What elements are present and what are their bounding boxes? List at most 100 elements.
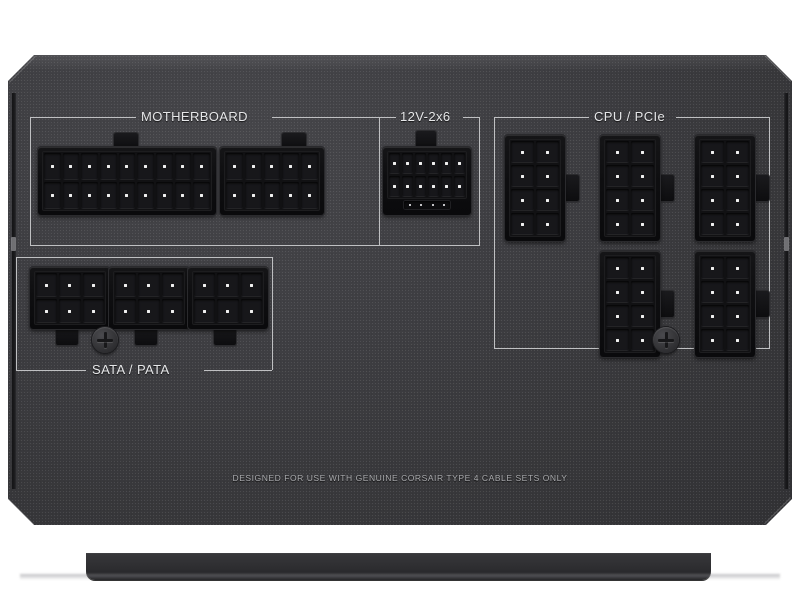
psu-drop-shadow [20, 574, 780, 580]
pin [62, 153, 80, 180]
pin [701, 141, 724, 163]
pin [62, 182, 80, 209]
pin [118, 153, 136, 180]
pin [402, 176, 413, 197]
latch-tab-cpu-pcie-1 [561, 175, 579, 201]
pin [631, 305, 654, 327]
connector-atx-24pin-a[interactable] [38, 147, 216, 215]
pin [701, 165, 724, 187]
pin [82, 273, 104, 297]
latch-tab-atx-a [114, 133, 138, 149]
pin [428, 176, 439, 197]
pin [193, 153, 210, 180]
seam-clip-left [11, 237, 16, 251]
screw-sata [92, 327, 118, 353]
latch-tab-sata-2 [135, 325, 157, 345]
latch-tab-sata-1 [56, 325, 78, 345]
pin [138, 273, 160, 297]
pin [36, 299, 58, 323]
connector-cpu-pcie-2[interactable] [600, 135, 660, 241]
connector-cpu-pcie-3[interactable] [695, 135, 755, 241]
pin [726, 165, 749, 187]
pin-grid-sata-3 [192, 271, 264, 325]
connector-sata-2[interactable] [109, 267, 189, 329]
pin [631, 165, 654, 187]
pin [701, 305, 724, 327]
pin [726, 281, 749, 303]
pin [115, 273, 137, 297]
pin [240, 273, 262, 297]
pin [701, 213, 724, 235]
pin [726, 257, 749, 279]
pin-grid-cpu-pcie-1 [509, 139, 561, 237]
pin [726, 329, 749, 351]
pin [217, 273, 239, 297]
pin [240, 299, 262, 323]
pin-grid-sata-1 [34, 271, 106, 325]
pin [161, 299, 183, 323]
pin [137, 153, 154, 180]
pin-grid-sata-2 [113, 271, 185, 325]
latch-tab-12v-2x6 [416, 131, 436, 149]
pin-grid-atx-a [42, 151, 212, 211]
pin [263, 182, 281, 209]
pin [301, 153, 318, 180]
pin-grid-12v-2x6 [387, 151, 467, 199]
pin [194, 299, 216, 323]
side-seam-right [784, 93, 788, 489]
pin [606, 189, 629, 211]
pin [161, 273, 183, 297]
latch-tab-atx-b [282, 133, 306, 149]
pin [631, 141, 654, 163]
pin-grid-cpu-pcie-4 [604, 255, 656, 353]
pin [511, 213, 534, 235]
pin [631, 213, 654, 235]
pin-grid-atx-b [224, 151, 320, 211]
latch-tab-sata-3 [214, 325, 236, 345]
connector-cpu-pcie-1[interactable] [505, 135, 565, 241]
pin [59, 273, 81, 297]
pin [701, 189, 724, 211]
pin [415, 176, 426, 197]
pin [415, 153, 426, 174]
pin [511, 141, 534, 163]
sense-pin [431, 204, 434, 206]
pin-grid-cpu-pcie-3 [699, 139, 751, 237]
connector-sata-3[interactable] [188, 267, 268, 329]
latch-tab-cpu-pcie-3 [751, 175, 769, 201]
pin [174, 153, 192, 180]
connector-cpu-pcie-5[interactable] [695, 251, 755, 357]
pin [631, 189, 654, 211]
pin [389, 153, 400, 174]
sense-pin [420, 204, 423, 206]
pin [402, 153, 413, 174]
pin [226, 182, 243, 209]
pin [226, 153, 243, 180]
connector-atx-24pin-b[interactable] [220, 147, 324, 215]
connector-12v-2x6[interactable] [383, 147, 471, 215]
pin [155, 182, 173, 209]
sense-pin-strip-12v-2x6 [404, 201, 450, 209]
pin [606, 281, 629, 303]
pin [726, 305, 749, 327]
pin [244, 153, 262, 180]
pin-grid-cpu-pcie-5 [699, 255, 751, 353]
pin [138, 299, 160, 323]
pin [81, 153, 98, 180]
sense-pin [408, 204, 411, 206]
connector-cpu-pcie-4[interactable] [600, 251, 660, 357]
pin [606, 329, 629, 351]
pin [389, 176, 400, 197]
pin [701, 281, 724, 303]
pin [301, 182, 318, 209]
connector-sata-1[interactable] [30, 267, 110, 329]
pin [701, 329, 724, 351]
latch-tab-cpu-pcie-2 [656, 175, 674, 201]
pin [115, 299, 137, 323]
pin-grid-cpu-pcie-2 [604, 139, 656, 237]
pin [244, 182, 262, 209]
pin [81, 182, 98, 209]
psu-modular-panel: MOTHERBOARD 12V-2x6 CPU / PCIe SATA [7, 55, 792, 580]
pin [536, 189, 559, 211]
